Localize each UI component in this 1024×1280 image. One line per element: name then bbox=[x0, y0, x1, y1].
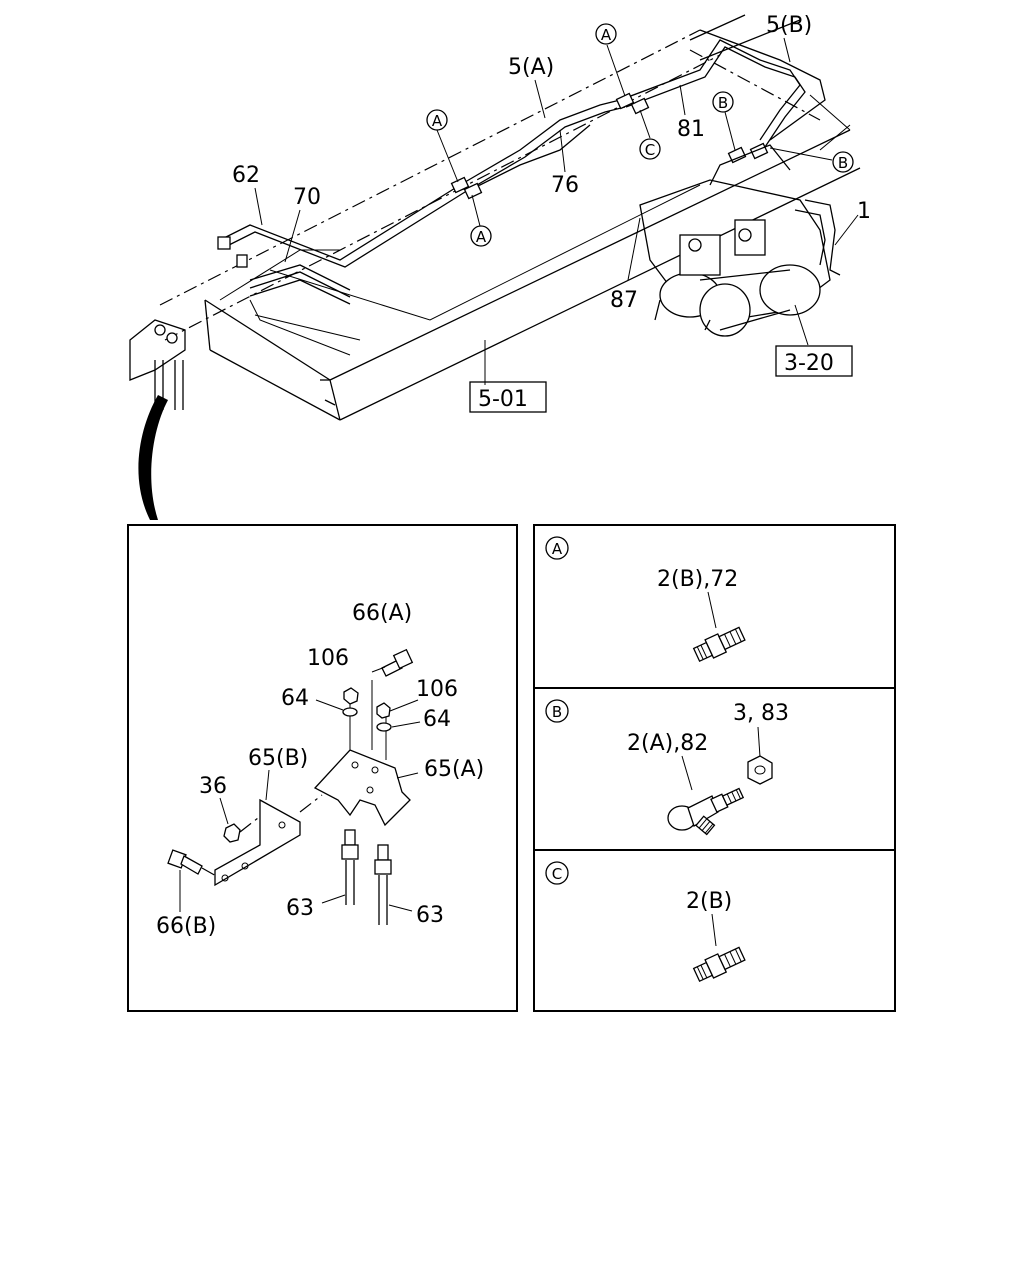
ref-frame-label: 5-01 bbox=[478, 387, 528, 412]
bracket-65a-drawing bbox=[313, 680, 411, 827]
svg-text:A: A bbox=[552, 540, 563, 558]
banjo-fitting-b-drawing bbox=[667, 787, 745, 836]
label-76: 76 bbox=[551, 173, 579, 198]
label-63-left: 63 bbox=[286, 896, 314, 921]
label-66b: 66(B) bbox=[156, 914, 216, 939]
inset-b-marker: B bbox=[545, 699, 569, 723]
label-64-left: 64 bbox=[281, 686, 309, 711]
air-tank-assembly bbox=[639, 144, 841, 337]
nut-36-drawing bbox=[223, 817, 259, 843]
circle-marker-b1: B bbox=[712, 91, 734, 113]
ref-tank-label: 3-20 bbox=[784, 351, 834, 376]
svg-text:C: C bbox=[645, 141, 655, 159]
svg-text:B: B bbox=[552, 703, 562, 721]
bolt-66b-drawing bbox=[167, 849, 219, 878]
circle-marker-a1: A bbox=[426, 109, 448, 131]
label-1: 1 bbox=[857, 199, 871, 224]
label-66a: 66(A) bbox=[352, 601, 412, 626]
pipe-63-left-drawing bbox=[341, 829, 359, 905]
svg-text:A: A bbox=[601, 26, 612, 44]
nut-106-right-drawing bbox=[376, 702, 391, 719]
inset-panels-frame bbox=[533, 524, 896, 1012]
svg-text:A: A bbox=[432, 112, 443, 130]
label-106-left: 106 bbox=[307, 646, 349, 671]
inset-c-label: 2(B) bbox=[686, 889, 732, 914]
leader-lines-main bbox=[254, 37, 859, 385]
label-62: 62 bbox=[232, 163, 260, 188]
label-106-right: 106 bbox=[416, 677, 458, 702]
label-65b: 65(B) bbox=[248, 746, 308, 771]
label-5a: 5(A) bbox=[508, 55, 554, 80]
svg-text:C: C bbox=[552, 865, 562, 883]
inset-b-label: 2(A),82 bbox=[627, 731, 708, 756]
inset-a-marker: A bbox=[545, 536, 569, 560]
bolt-66a-drawing bbox=[381, 648, 414, 677]
brake-pipe-5b bbox=[619, 29, 826, 148]
pipe-63-right-drawing bbox=[374, 844, 392, 925]
ref-box-frame bbox=[469, 381, 547, 413]
nut-3-83-drawing bbox=[747, 755, 773, 785]
svg-text:B: B bbox=[718, 94, 728, 112]
circle-marker-c1: C bbox=[639, 138, 661, 160]
svg-text:B: B bbox=[838, 154, 848, 172]
circle-marker-b2: B bbox=[832, 151, 854, 173]
label-70: 70 bbox=[293, 185, 321, 210]
label-63-right: 63 bbox=[416, 903, 444, 928]
circle-marker-a3: A bbox=[595, 23, 617, 45]
leader-lines-detail bbox=[179, 666, 421, 912]
inset-b-label2: 3, 83 bbox=[733, 701, 789, 726]
label-81: 81 bbox=[677, 117, 705, 142]
nut-106-left-drawing bbox=[343, 687, 359, 705]
washer-64-left-drawing bbox=[342, 707, 358, 717]
brake-pipe-70 bbox=[249, 264, 351, 305]
label-64-right: 64 bbox=[423, 707, 451, 732]
label-65a: 65(A) bbox=[424, 757, 484, 782]
union-fitting-c-drawing bbox=[692, 946, 746, 983]
circle-marker-a2: A bbox=[470, 225, 492, 247]
brake-pipe-5a bbox=[219, 99, 626, 268]
inset-c-marker: C bbox=[545, 861, 569, 885]
detail-panel-frame bbox=[127, 524, 518, 1012]
svg-text:A: A bbox=[476, 228, 487, 246]
washer-64-right-drawing bbox=[376, 722, 392, 732]
detail-arrow bbox=[138, 395, 168, 520]
union-fitting-a-drawing bbox=[692, 626, 746, 663]
pipe-fittings bbox=[217, 92, 769, 268]
ref-box-tank bbox=[775, 345, 853, 377]
label-36: 36 bbox=[199, 774, 227, 799]
label-5b: 5(B) bbox=[766, 13, 812, 38]
inset-a-label: 2(B),72 bbox=[657, 567, 738, 592]
label-87: 87 bbox=[610, 288, 638, 313]
bracket-65b-drawing bbox=[214, 794, 323, 887]
pipe-bracket-mount bbox=[129, 319, 186, 410]
